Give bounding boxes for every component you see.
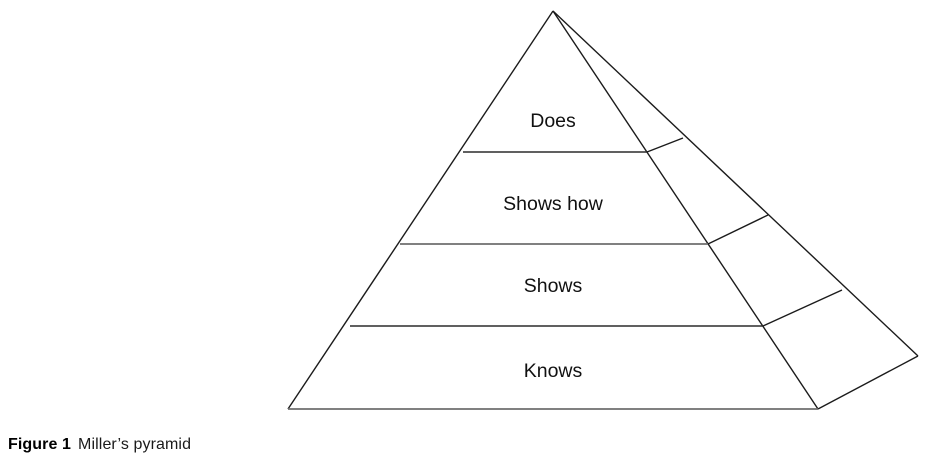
pyramid-left-edge bbox=[287, 10, 554, 410]
side-band-divider-3 bbox=[762, 289, 843, 327]
tier-label-knows: Knows bbox=[524, 360, 583, 382]
side-band-divider-2 bbox=[707, 214, 769, 245]
millers-pyramid-diagram: Does Shows how Shows Knows bbox=[287, 10, 919, 410]
pyramid-front-right-edge bbox=[552, 10, 819, 410]
tier-label-shows: Shows bbox=[524, 275, 583, 297]
figure-caption-label: Figure 1 bbox=[8, 436, 72, 453]
pyramid-back-ridge-edge bbox=[552, 10, 919, 357]
figure-caption: Figure 1 Miller’s pyramid bbox=[8, 434, 191, 456]
tier-label-shows-how: Shows how bbox=[503, 193, 604, 215]
pyramid-side-base-edge bbox=[817, 355, 919, 410]
figure-caption-text: Miller’s pyramid bbox=[78, 436, 192, 453]
side-band-divider-1 bbox=[646, 137, 684, 153]
tier-label-does: Does bbox=[530, 110, 576, 132]
